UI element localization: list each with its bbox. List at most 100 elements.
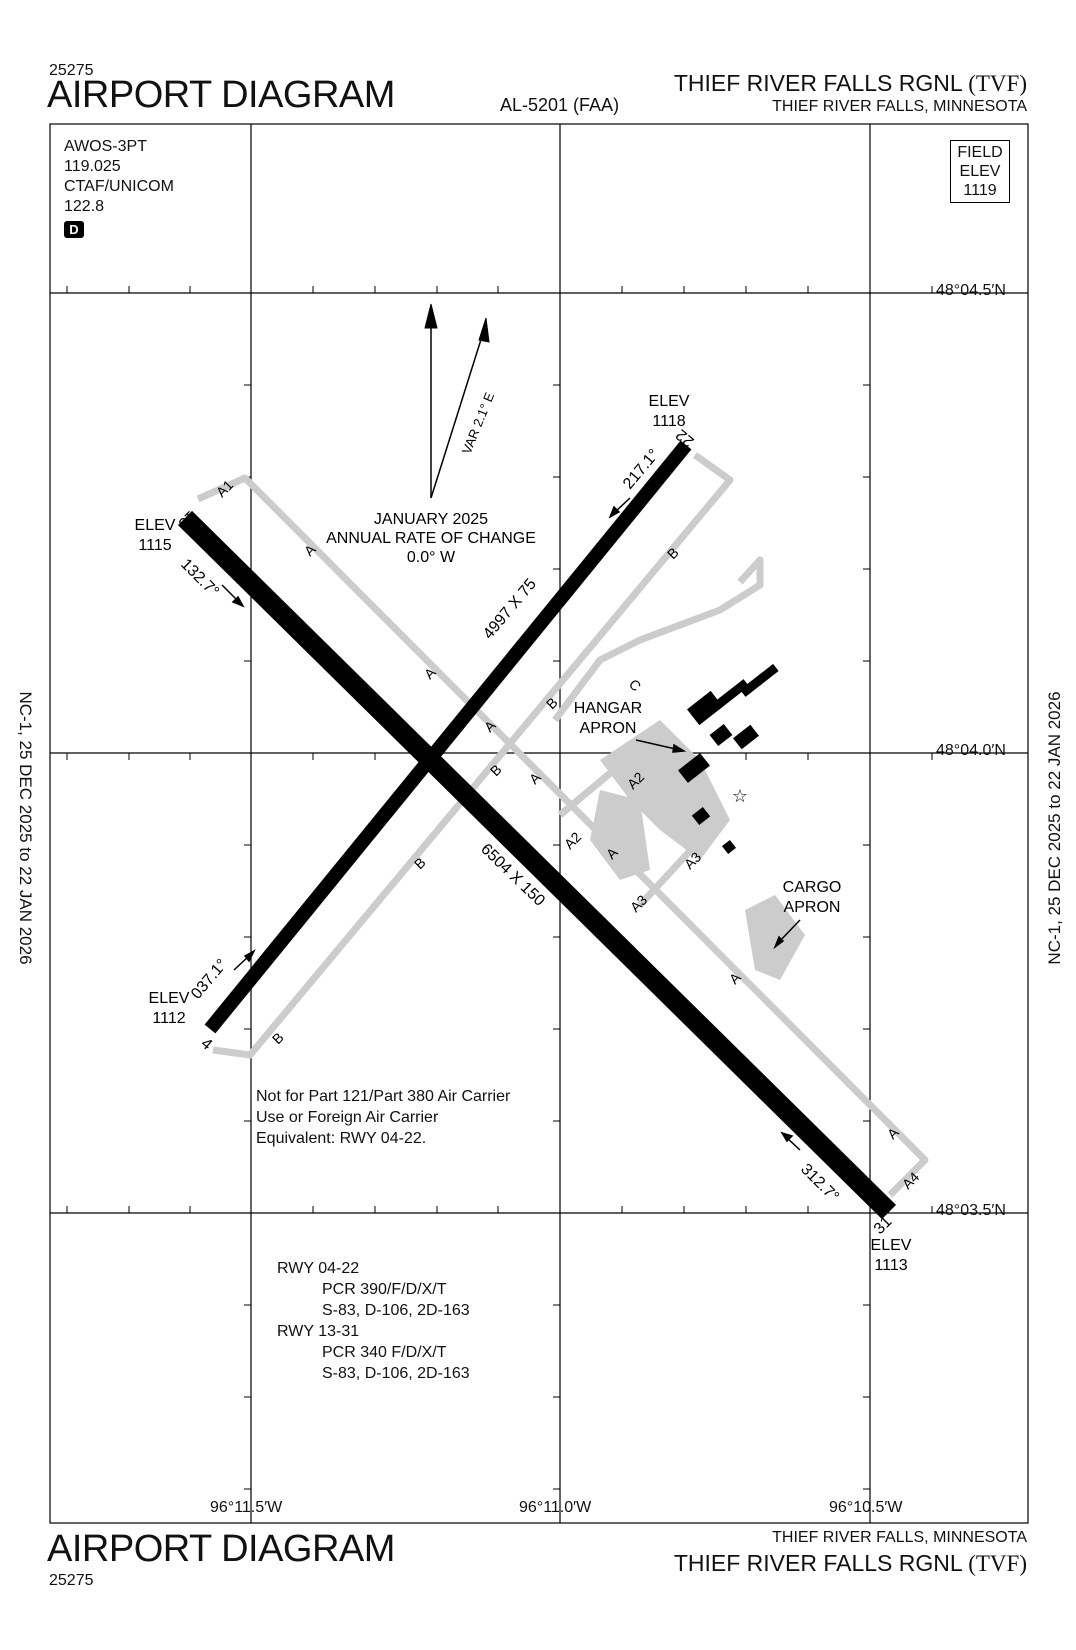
magnetic-north-icon — [478, 317, 490, 343]
center-text: JANUARY 2025 ANNUAL RATE OF CHANGE 0.0° … — [326, 511, 841, 916]
carrier-note-line1: Not for Part 121/Part 380 Air Carrier — [256, 1088, 511, 1105]
rwy-22-elev: 1118 — [652, 413, 685, 430]
airport-name: THIEF RIVER FALLS RGNL — [673, 70, 962, 96]
runway-strength-notes: RWY 04-22 PCR 390/F/D/X/T S-83, D-106, 2… — [277, 1258, 470, 1384]
taxiways — [196, 452, 929, 1198]
carrier-note: Not for Part 121/Part 380 Air Carrier Us… — [256, 1086, 510, 1149]
rwy-4-elev: 1112 — [152, 1010, 185, 1027]
rwy-22-elev-label: ELEV — [649, 393, 690, 410]
field-elev-value: 1119 — [963, 182, 997, 199]
footer-airport-name: THIEF RIVER FALLS RGNL (TVF) — [674, 1550, 1027, 1577]
beacon-icon: ☆ — [732, 786, 748, 806]
carrier-note-line3: Equivalent: RWY 04-22. — [256, 1130, 427, 1147]
hdg-arrow-13-icon — [231, 595, 245, 608]
hangar-apron-label2: APRON — [580, 720, 637, 737]
runway-04-22 — [204, 440, 692, 1034]
lon-left-label: 96°11.5′W — [210, 1499, 283, 1516]
building-5 — [709, 723, 733, 747]
runway-13-31 — [177, 510, 897, 1220]
building-1 — [687, 690, 723, 726]
mag-var-label: VAR 2.1° E — [459, 390, 497, 456]
field-elev-label1: FIELD — [957, 144, 1003, 161]
twy-label-a4: A4 — [899, 1169, 923, 1193]
lon-mid-label: 96°11.0′W — [519, 1499, 592, 1516]
heading-arrows — [221, 497, 801, 1151]
lon-right-label: 96°10.5′W — [829, 1499, 903, 1516]
twy-label-b: B — [487, 761, 505, 779]
map-frame — [49, 123, 1029, 1524]
building-8 — [721, 839, 737, 855]
tick-marks — [66, 286, 933, 1490]
grid — [49, 123, 1029, 1524]
aprons-fill — [590, 720, 805, 980]
ctaf-label: CTAF/UNICOM — [64, 178, 174, 195]
rwy-4-heading: 037.1° — [188, 956, 231, 1003]
mag-roc-label: ANNUAL RATE OF CHANGE — [326, 530, 536, 547]
field-elevation-box: FIELD ELEV 1119 — [950, 140, 1010, 203]
rwy1-title: RWY 04-22 — [277, 1260, 360, 1277]
rwy2-pcr: PCR 340 F/D/X/T — [322, 1344, 447, 1361]
rwy-4-elev-label: ELEV — [149, 990, 190, 1007]
taxiway-a — [196, 474, 929, 1198]
rwy1-pcr: PCR 390/F/D/X/T — [322, 1281, 447, 1298]
taxiway-b — [212, 452, 734, 1059]
ctaf-freq: 122.8 — [64, 198, 105, 215]
apron-link-area — [590, 790, 650, 880]
cargo-apron-area — [745, 895, 805, 980]
rwy1-weights: S-83, D-106, 2D-163 — [322, 1302, 470, 1319]
building-2 — [713, 679, 750, 710]
twy-label-c: C — [626, 676, 644, 694]
rwy-31-elev: 1113 — [874, 1257, 907, 1274]
footer-volume: 25275 — [49, 1572, 94, 1589]
twy-label-a2: A2 — [561, 829, 585, 853]
building-4 — [733, 724, 759, 750]
carrier-note-line2: Use or Foreign Air Carrier — [256, 1109, 439, 1126]
building-3 — [739, 663, 779, 697]
rwy2-weights: S-83, D-106, 2D-163 — [322, 1365, 470, 1382]
rwy-31-elev-label: ELEV — [871, 1237, 912, 1254]
taxiway-c — [552, 556, 764, 723]
field-elev-label2: ELEV — [959, 163, 1001, 180]
footer-title: AIRPORT DIAGRAM — [47, 1528, 395, 1570]
cargo-apron-label1: CARGO — [783, 879, 842, 896]
hangar-apron-area — [600, 720, 730, 860]
mag-roc-value: 0.0° W — [407, 549, 456, 566]
magnetic-north-line — [430, 329, 485, 499]
rwy-31-end: 31 — [871, 1213, 896, 1238]
chart-id: AL-5201 (FAA) — [500, 95, 620, 115]
building-7 — [691, 806, 711, 826]
hangar-pointer-icon — [672, 743, 687, 753]
true-north-icon — [424, 303, 438, 329]
footer-airport-name-text: THIEF RIVER FALLS RGNL — [673, 1550, 962, 1576]
rwy-13-elev: 1115 — [138, 537, 171, 554]
rwy2-title: RWY 13-31 — [277, 1323, 360, 1340]
twy-label-b: B — [411, 854, 429, 872]
d-atis-icon: D — [64, 221, 84, 238]
hdg-arrow-31-icon — [780, 1131, 794, 1143]
hangar-apron-label1: HANGAR — [574, 700, 642, 717]
mag-date: JANUARY 2025 — [374, 511, 488, 528]
page-title: AIRPORT DIAGRAM — [47, 74, 395, 116]
footer-airport-id: (TVF) — [968, 1551, 1027, 1576]
cargo-pointer-icon — [773, 935, 785, 950]
twy-label-b: B — [269, 1029, 287, 1047]
city-state-header: THIEF RIVER FALLS, MINNESOTA — [772, 98, 1027, 115]
north-arrows — [424, 303, 490, 499]
hdg-arrow-4-icon — [243, 949, 256, 963]
cargo-apron-label2: APRON — [784, 899, 841, 916]
awos-freq: 119.025 — [64, 158, 121, 175]
volume-number: 25275 — [49, 62, 94, 79]
lat-bot-label: 48°03.5′N — [936, 1202, 1006, 1219]
awos-label: AWOS-3PT — [64, 138, 147, 155]
building-6 — [678, 753, 710, 783]
rwy-13-elev-label: ELEV — [135, 517, 176, 534]
airport-name-header: THIEF RIVER FALLS RGNL (TVF) — [674, 70, 1027, 97]
buildings — [678, 663, 779, 855]
airport-id: (TVF) — [968, 71, 1027, 96]
rwy-4-end: 4 — [197, 1035, 215, 1054]
rwy-13-heading: 132.7° — [177, 556, 222, 601]
lat-top-label: 48°04.5′N — [936, 282, 1006, 299]
twy-label-b: B — [543, 694, 561, 712]
footer-city-state: THIEF RIVER FALLS, MINNESOTA — [772, 1529, 1027, 1546]
